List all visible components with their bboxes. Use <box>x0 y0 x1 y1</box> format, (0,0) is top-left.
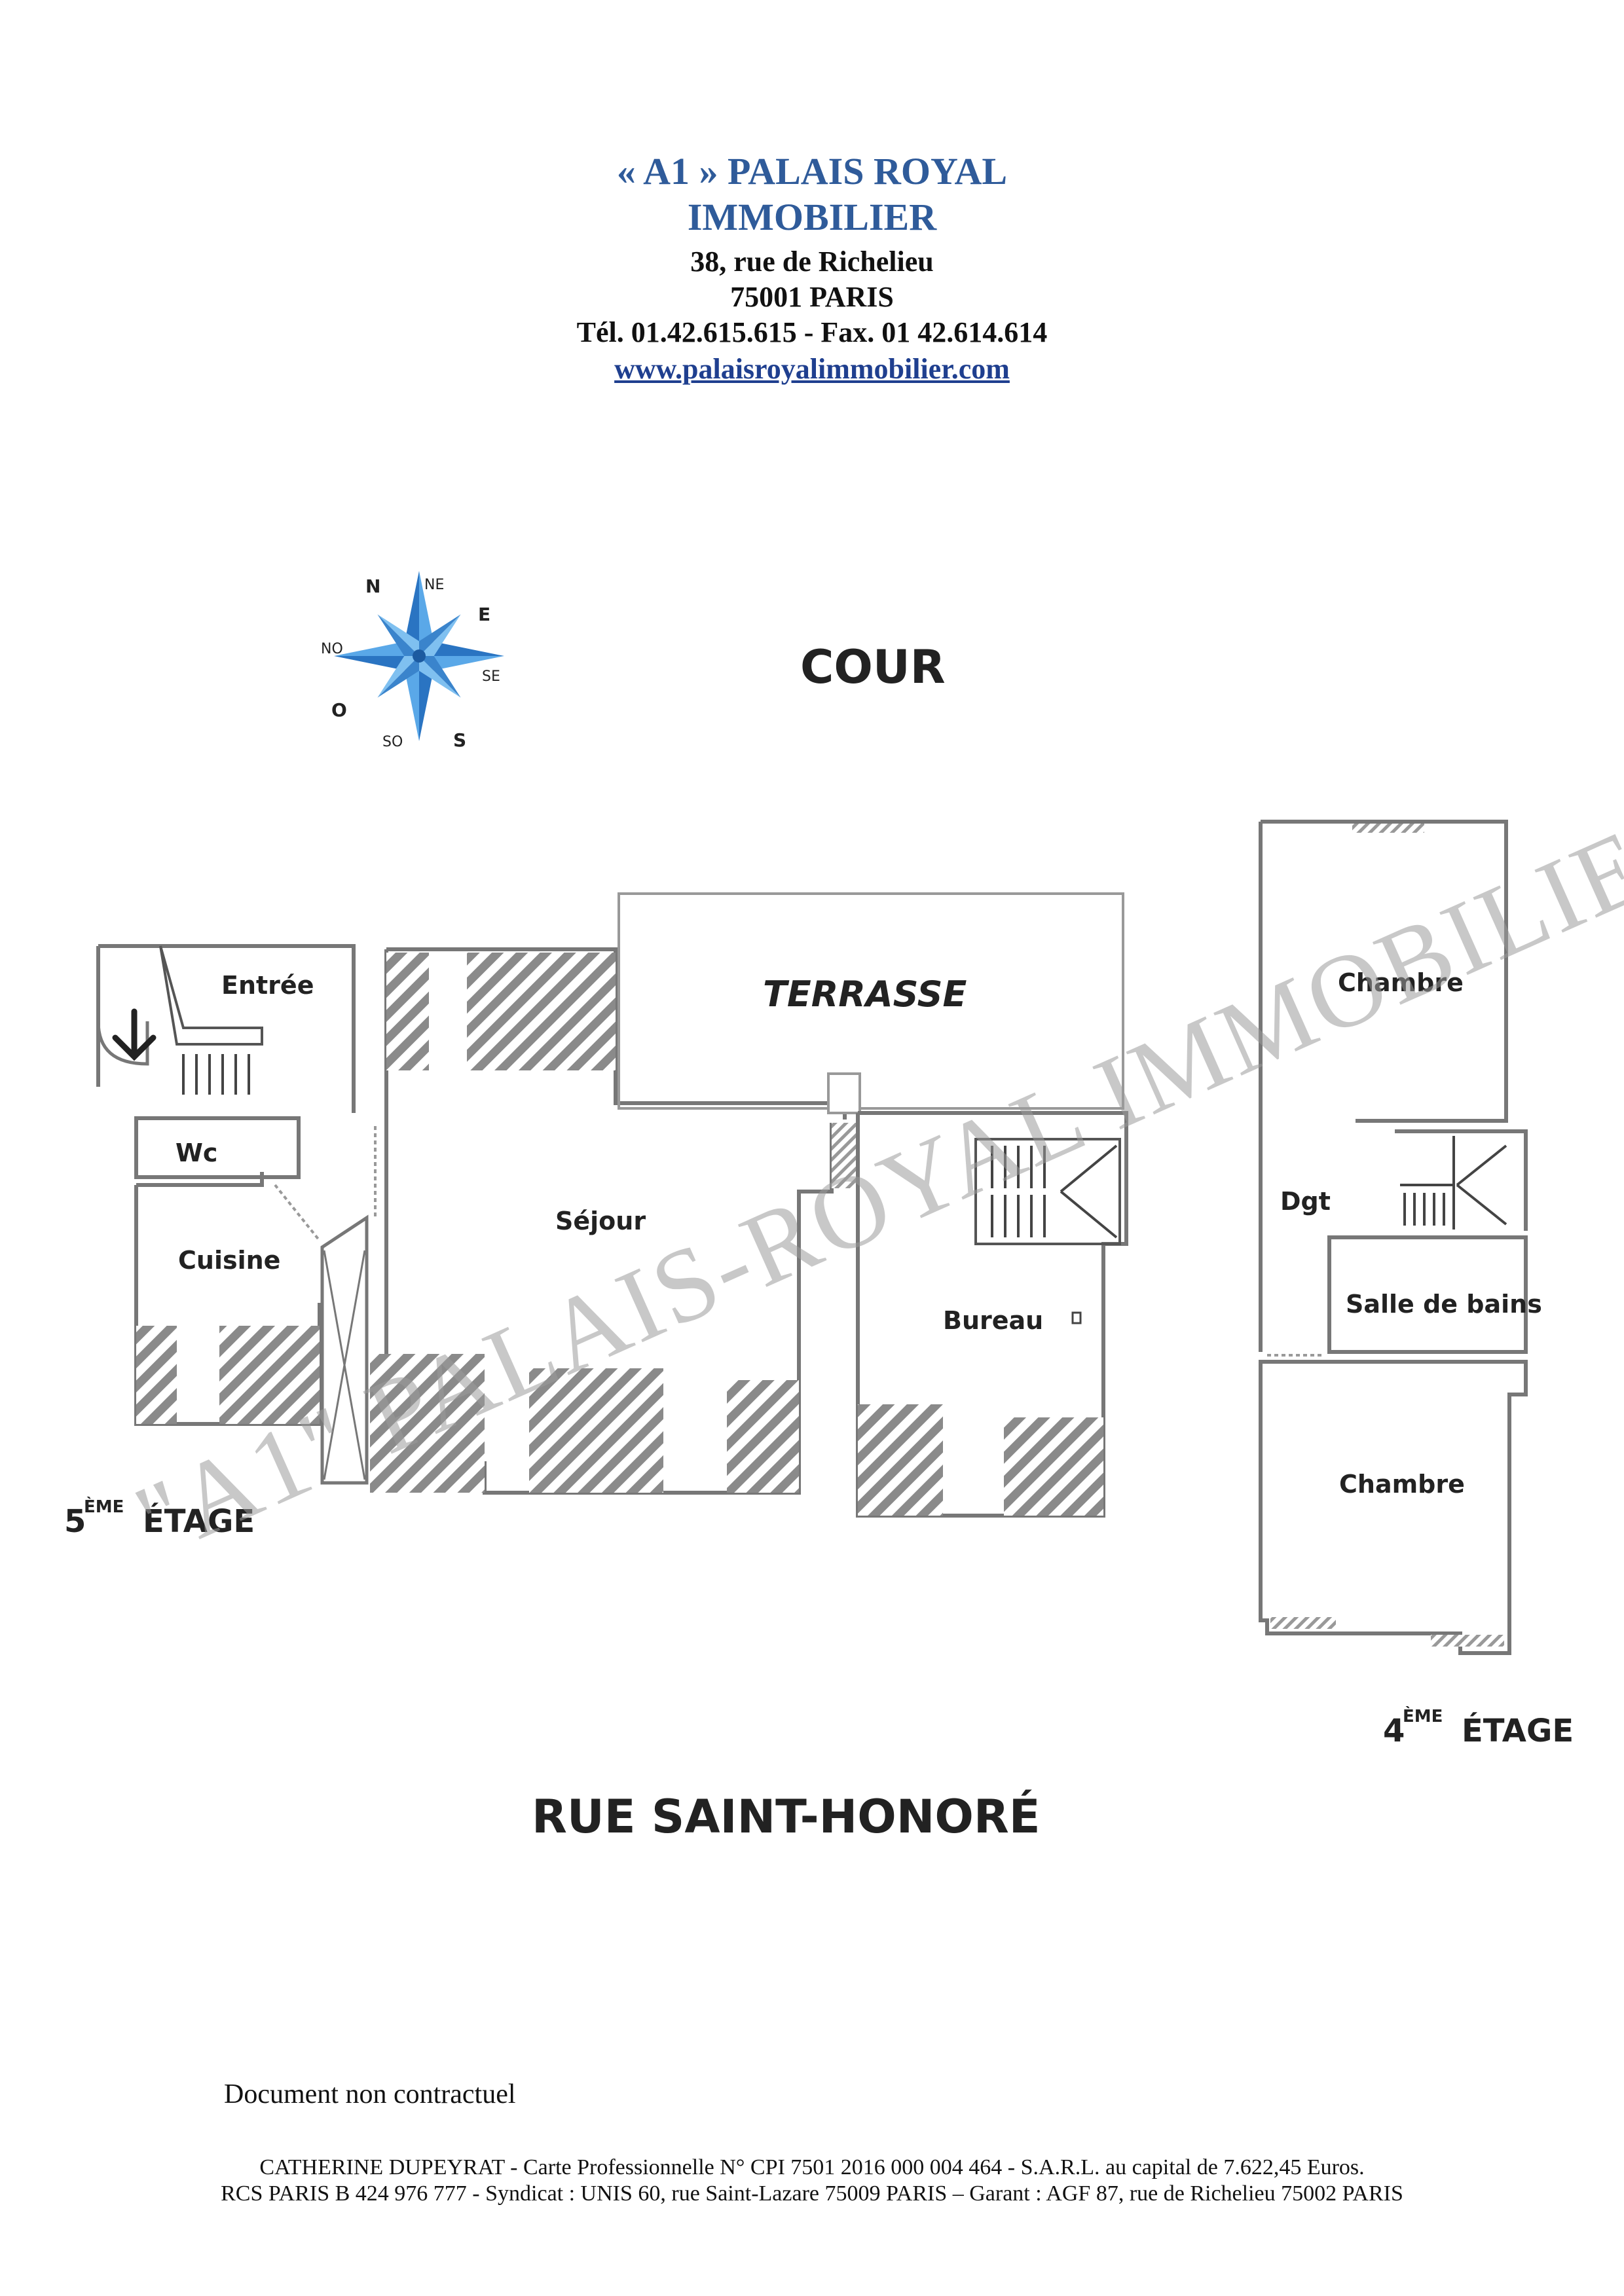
room-wc-label: Wc <box>175 1139 217 1167</box>
cuisine-window-1 <box>136 1326 177 1424</box>
chambre-top-window <box>1352 824 1424 833</box>
disclaimer: Document non contractuel <box>224 2079 516 2109</box>
dgt-walls <box>1395 1129 1528 1231</box>
agency-name-line1: « A1 » PALAIS ROYAL <box>616 150 1008 192</box>
floor-5-level-word: ÉTAGE <box>143 1503 255 1540</box>
cuisine-door <box>274 1184 321 1242</box>
bureau-socket-icon <box>1071 1311 1082 1324</box>
compass-no-label: NO <box>321 641 343 657</box>
agency-city: 75001 PARIS <box>730 281 894 313</box>
arrow-down-icon <box>112 1008 157 1061</box>
room-chambre-top-label: Chambre <box>1338 968 1464 997</box>
room-salle-de-bains-label: Salle de bains <box>1346 1290 1542 1319</box>
agency-street: 38, rue de Richelieu <box>690 246 934 278</box>
room-chambre-top-outline <box>1259 820 1508 1352</box>
room-wc-outline <box>134 1116 301 1179</box>
floor-5-level-sup: ÈME <box>84 1496 124 1517</box>
sejour-window-4 <box>529 1368 663 1493</box>
room-cuisine-label: Cuisine <box>178 1246 280 1275</box>
cuisine-window-2 <box>219 1326 320 1424</box>
street-label: RUE SAINT-HONORÉ <box>532 1790 1041 1844</box>
sejour-window-5 <box>727 1380 799 1493</box>
room-chambre-bottom-outline <box>1259 1360 1528 1655</box>
compass-e-label: E <box>478 604 490 625</box>
agency-phone-fax: Tél. 01.42.615.615 - Fax. 01 42.614.614 <box>576 316 1048 348</box>
terrace-door <box>832 1123 858 1188</box>
room-entree-label: Entrée <box>221 971 314 1000</box>
compass-se-label: SE <box>482 668 500 685</box>
entree-walls <box>96 944 356 1113</box>
room-bureau-label: Bureau <box>943 1306 1043 1335</box>
bureau-window-2 <box>1004 1417 1103 1516</box>
shaft-cross-2 <box>323 1250 366 1480</box>
chambre-bottom-window-2 <box>1431 1635 1504 1647</box>
compass-s-label: S <box>453 729 466 751</box>
bureau-stair-outline <box>974 1138 1121 1245</box>
floor-4-level-number: 4 <box>1383 1713 1405 1749</box>
bureau-stair-steps <box>991 1144 1118 1239</box>
floor-5-level-number: 5 <box>64 1503 86 1540</box>
room-salle-de-bains-outline <box>1327 1235 1528 1354</box>
terrace-outline <box>618 892 1124 1110</box>
compass-o-label: O <box>331 699 347 721</box>
floor-4-level-word: ÉTAGE <box>1462 1712 1574 1749</box>
floor-4-level-label: 4 ÈME ÉTAGE <box>1383 1705 1574 1749</box>
compass-ne-label: NE <box>424 577 444 593</box>
sejour-window-1 <box>386 953 429 1070</box>
agency-name-line2: IMMOBILIER <box>687 196 937 238</box>
shaft-outline <box>320 1214 369 1485</box>
footer-line-1: CATHERINE DUPEYRAT - Carte Professionnel… <box>259 2155 1365 2179</box>
floor-5-level-label: 5 ÈME ÉTAGE <box>64 1496 255 1540</box>
compass-n-label: N <box>365 575 380 597</box>
bureau-window-1 <box>858 1404 943 1516</box>
sejour-window-3 <box>370 1354 485 1493</box>
floor-4-plan: Chambre Dgt Salle de bains Chambre <box>1259 820 1542 1655</box>
terrace-pillar <box>827 1072 861 1114</box>
cour-label: COUR <box>800 640 946 694</box>
dgt-stair-steps <box>1400 1136 1507 1230</box>
floor-4-level-sup: ÈME <box>1403 1705 1443 1726</box>
room-chambre-bottom-label: Chambre <box>1339 1470 1465 1499</box>
agency-website-link[interactable]: www.palaisroyalimmobilier.com <box>614 353 1010 385</box>
chambre-bottom-window-1 <box>1270 1617 1336 1629</box>
sejour-window-2 <box>467 953 616 1070</box>
footer-line-2: RCS PARIS B 424 976 777 - Syndicat : UNI… <box>221 2181 1403 2206</box>
room-sejour-label: Séjour <box>555 1207 646 1235</box>
room-dgt-label: Dgt <box>1280 1187 1331 1216</box>
compass-rose-icon <box>334 571 504 741</box>
floor-5-plan: Entrée Wc Cuisine Séjour TERRASSE <box>96 892 1128 1518</box>
stair-steps <box>182 1054 250 1095</box>
terrace-label: TERRASSE <box>763 974 967 1015</box>
stair-landing <box>159 945 263 1046</box>
compass-so-label: SO <box>382 734 403 750</box>
entree-curve <box>96 1021 149 1066</box>
